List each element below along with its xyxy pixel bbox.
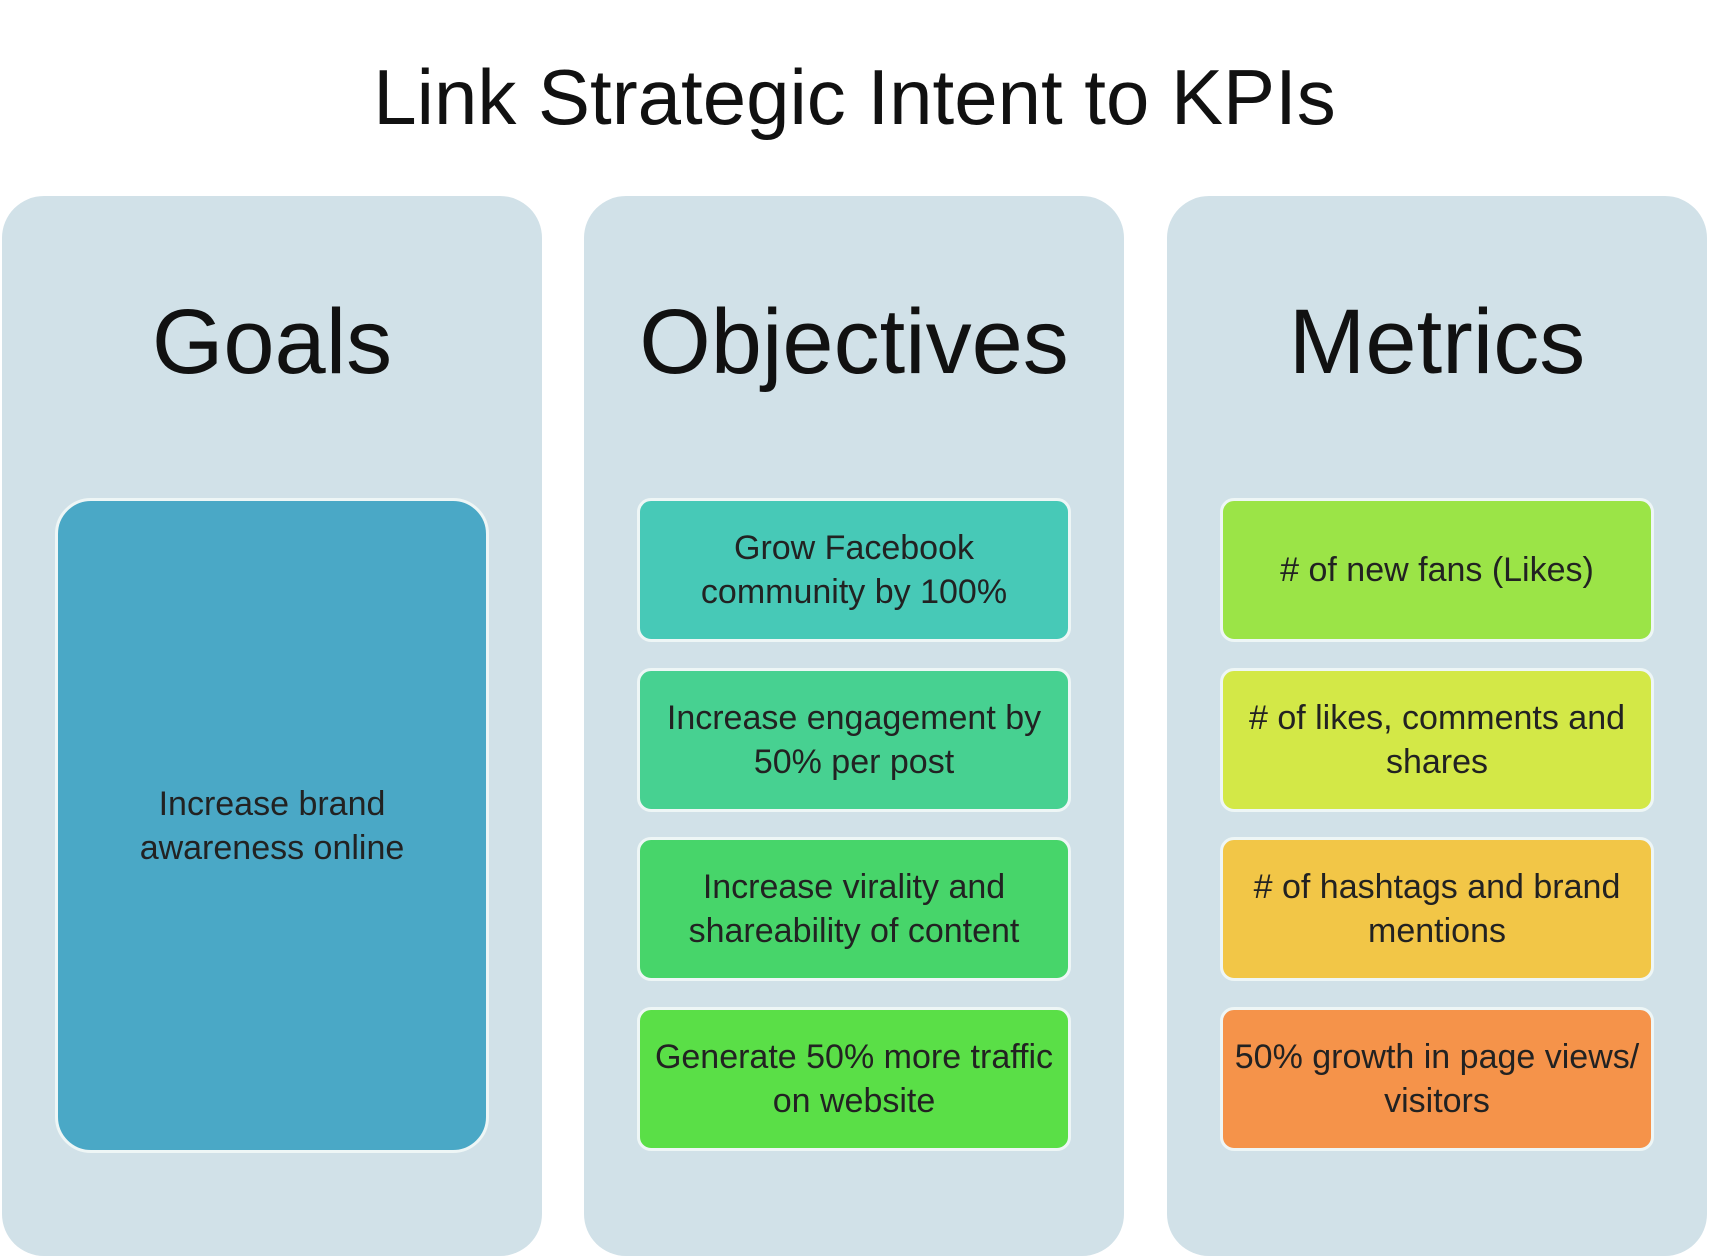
metric-box: # of likes, comments and shares (1220, 668, 1654, 812)
objective-box: Increase engagement by 50% per post (637, 668, 1071, 812)
page-title: Link Strategic Intent to KPIs (373, 53, 1336, 141)
objective-box: Increase virality and shareability of co… (637, 837, 1071, 981)
goal-box: Increase brand awareness online (55, 498, 489, 1153)
metric-box: 50% growth in page views/ visitors (1220, 1007, 1654, 1151)
metric-box: # of hashtags and brand mentions (1220, 837, 1654, 981)
goals-heading: Goals (151, 291, 393, 393)
objective-box: Generate 50% more traffic on website (637, 1007, 1071, 1151)
objectives-heading: Objectives (639, 291, 1069, 393)
objective-box: Grow Facebook community by 100% (637, 498, 1071, 642)
metrics-heading: Metrics (1288, 291, 1586, 393)
metric-box: # of new fans (Likes) (1220, 498, 1654, 642)
